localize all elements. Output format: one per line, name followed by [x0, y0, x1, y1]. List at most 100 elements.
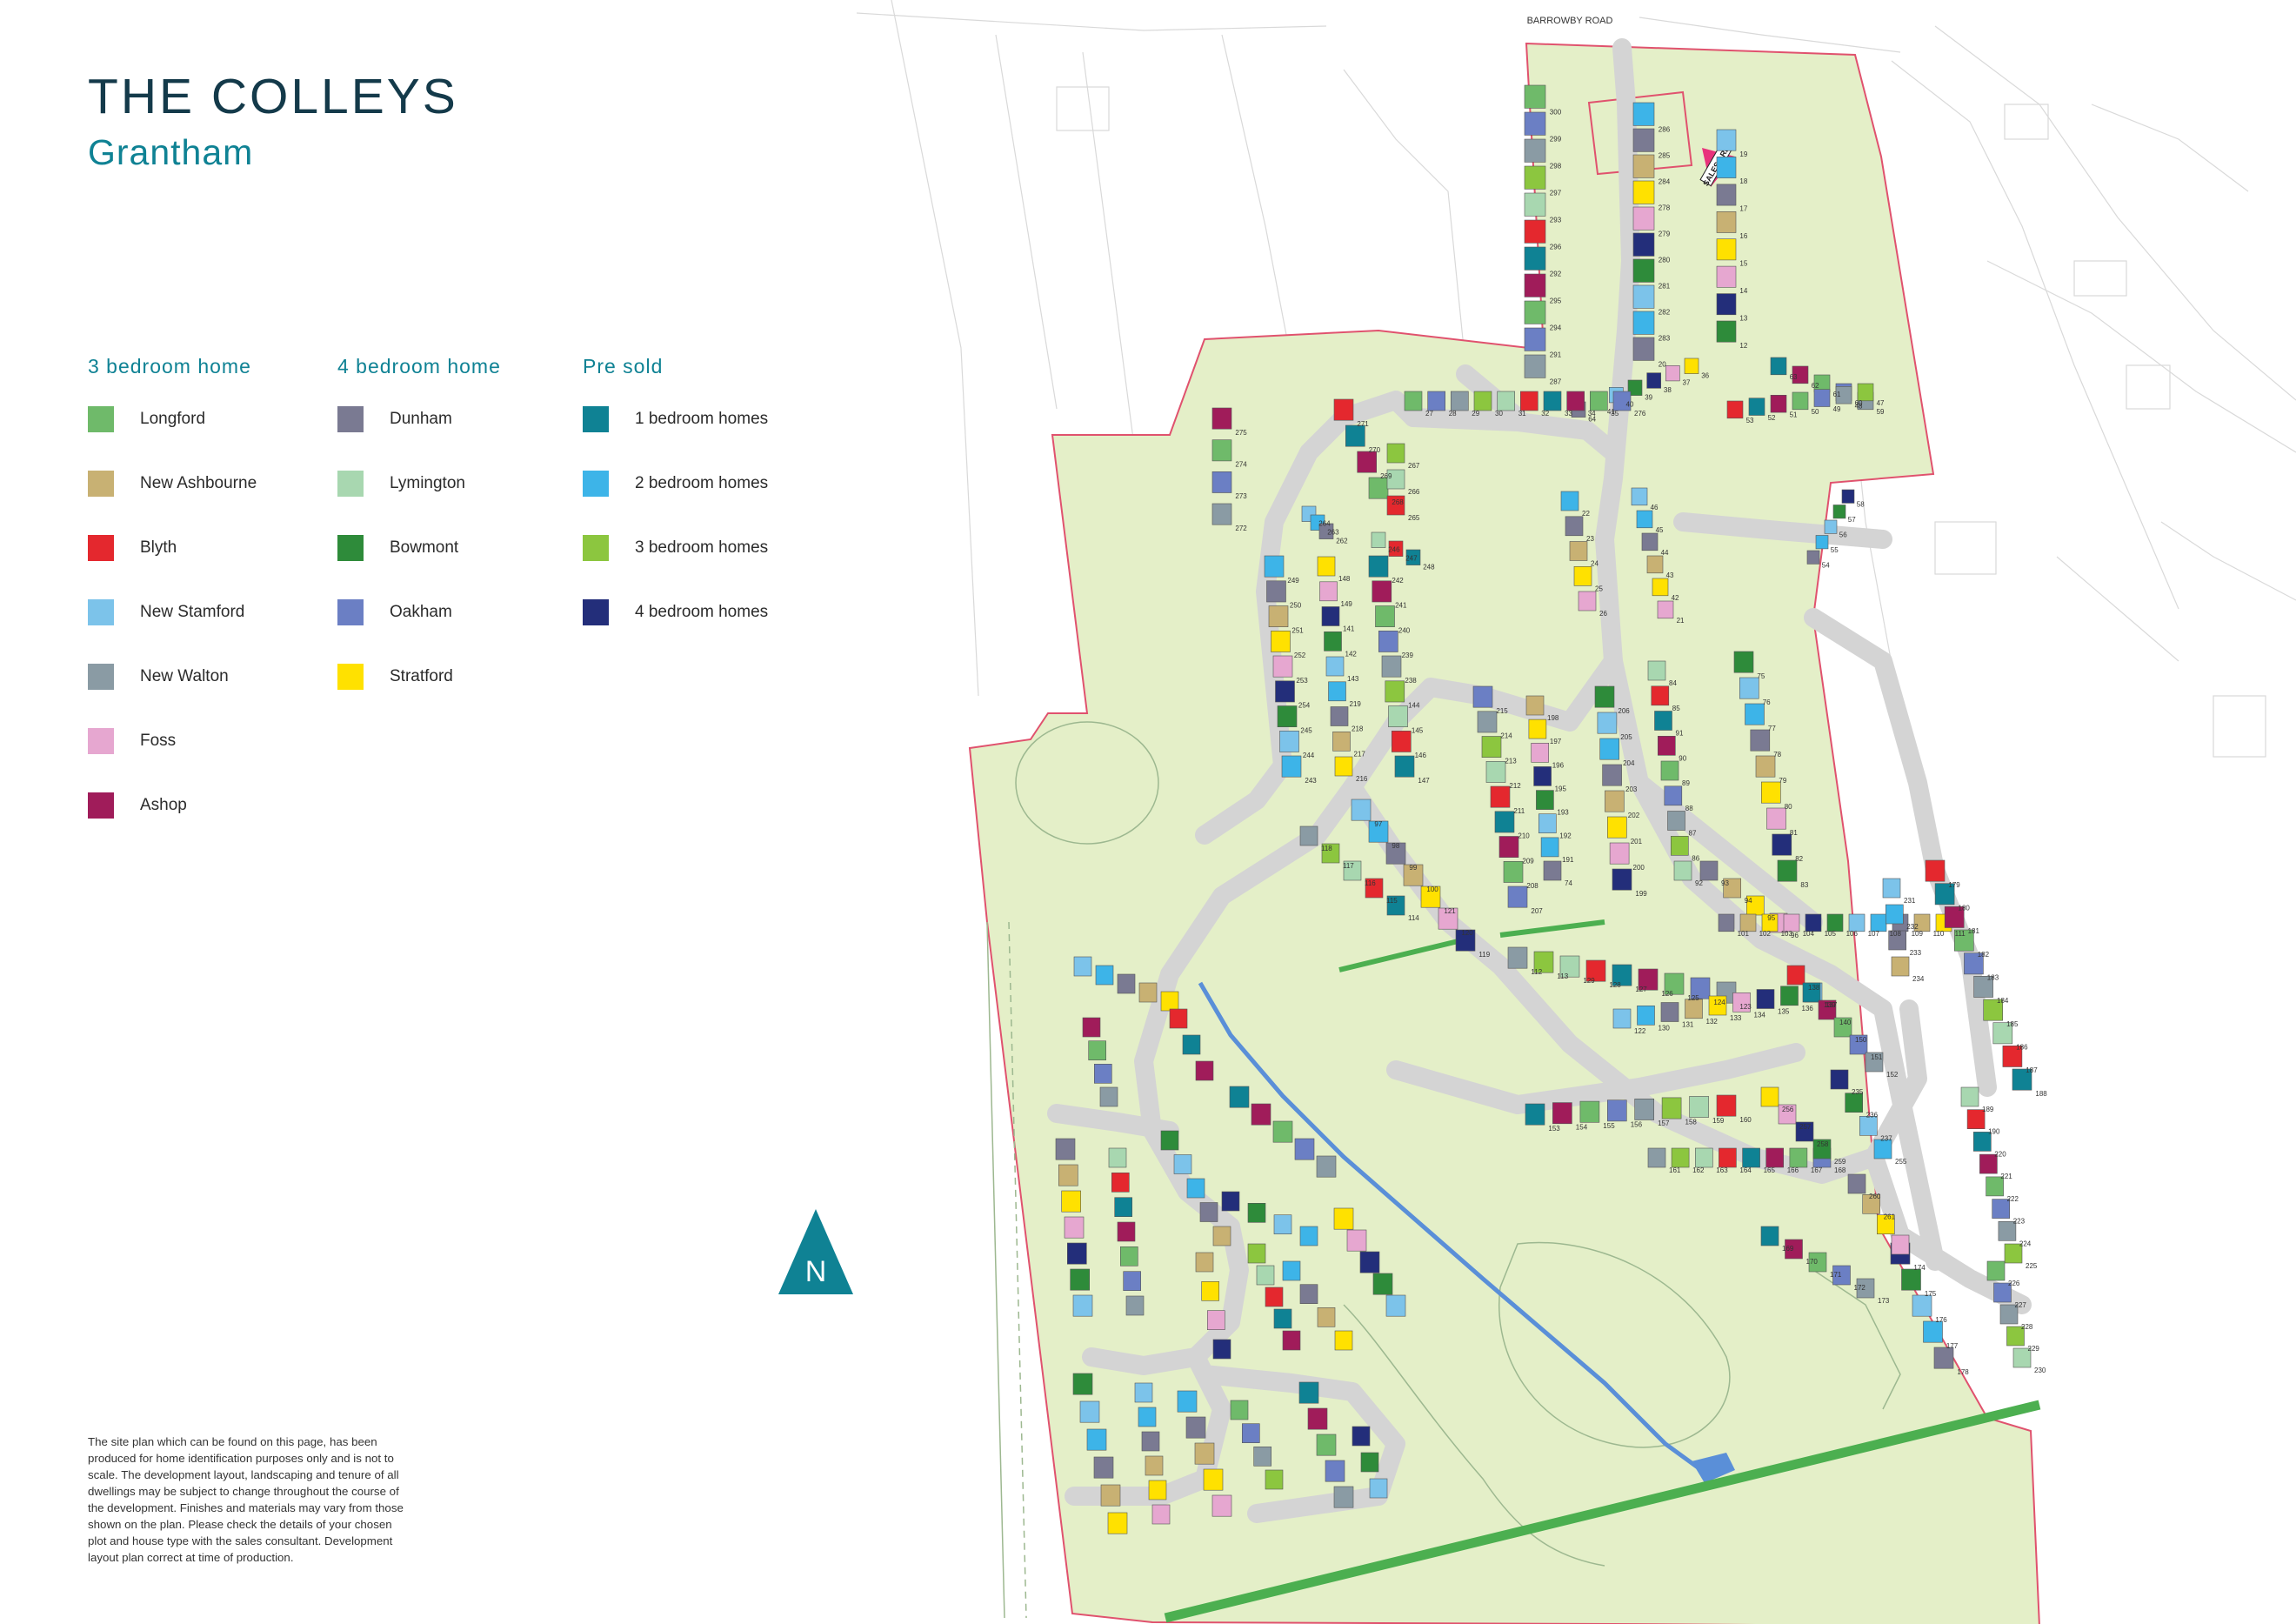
legend-swatch: [337, 599, 364, 625]
house-plot: [1525, 695, 1545, 716]
plot-number: 29: [1472, 410, 1479, 418]
house-plot: [1901, 1268, 1921, 1291]
house-plot: [1281, 755, 1302, 778]
plot-number: 103: [1781, 930, 1793, 938]
house-plot: [1330, 706, 1349, 726]
plot-number: 281: [1659, 283, 1671, 291]
plot-number: 110: [1933, 930, 1945, 938]
plot-number: 132: [1706, 1018, 1719, 1026]
legend-swatch: [337, 535, 364, 561]
plot-number: 258: [1817, 1140, 1829, 1148]
legend-label: 4 bedroom homes: [635, 603, 769, 621]
house-plot: [1317, 1307, 1336, 1327]
plot-number: 141: [1343, 625, 1355, 633]
house-plot: [1716, 320, 1737, 343]
plot-number: 192: [1559, 832, 1572, 840]
house-plot: [1386, 443, 1405, 464]
plot-number: 240: [1398, 626, 1411, 634]
house-plot: [1792, 365, 1809, 384]
house-plot: [1203, 1468, 1224, 1491]
house-plot: [1277, 705, 1298, 728]
plot-number: 145: [1412, 726, 1424, 734]
house-plot: [1832, 505, 1846, 519]
house-plot: [1334, 1330, 1353, 1351]
house-plot: [1381, 655, 1402, 678]
plot-number: 160: [1739, 1116, 1752, 1124]
house-plot: [1360, 1452, 1379, 1473]
legend-label: Longford: [140, 410, 206, 428]
plot-number: 208: [1526, 882, 1538, 890]
house-plot: [1079, 1400, 1100, 1423]
house-plot: [1519, 391, 1538, 411]
house-plot: [1964, 952, 1984, 975]
plot-number: 198: [1547, 714, 1559, 722]
legend-label: Oakham: [390, 603, 452, 621]
plot-number: 41: [1607, 408, 1615, 416]
house-plot: [1324, 631, 1342, 652]
house-plot: [1070, 1268, 1090, 1291]
plot-number: 209: [1522, 857, 1534, 865]
house-plot: [1351, 799, 1372, 821]
house-plot: [1145, 1455, 1164, 1476]
plot-number: 230: [2034, 1367, 2046, 1374]
house-plot: [1973, 976, 1993, 998]
plot-number: 21: [1677, 617, 1685, 625]
plot-number: 155: [1603, 1122, 1615, 1130]
plot-number: 46: [1651, 504, 1659, 511]
house-plot: [1111, 1173, 1130, 1193]
plot-number: 26: [1599, 610, 1607, 618]
house-plot: [1368, 555, 1389, 578]
house-plot: [1194, 1442, 1215, 1465]
plot-number: 214: [1500, 732, 1512, 740]
plot-number: 210: [1518, 832, 1530, 840]
house-plot: [1579, 1100, 1600, 1123]
development-title: THE COLLEYS: [88, 69, 458, 124]
house-plot: [1992, 1022, 2013, 1045]
plot-number: 204: [1623, 759, 1635, 767]
house-plot: [1279, 730, 1299, 752]
plot-number: 148: [1338, 575, 1351, 583]
house-plot: [1636, 510, 1653, 529]
house-plot: [1726, 400, 1744, 419]
house-plot: [1229, 1086, 1250, 1108]
plot-number: 31: [1518, 410, 1526, 418]
house-plot: [1785, 1239, 1803, 1260]
house-plot: [1388, 540, 1404, 557]
legend-swatch: [583, 406, 609, 432]
house-plot: [1490, 785, 1511, 808]
house-plot: [1632, 154, 1655, 178]
house-plot: [1660, 760, 1679, 781]
house-plot: [1612, 964, 1632, 986]
house-plot: [1716, 293, 1737, 316]
house-plot: [1138, 1407, 1157, 1427]
plot-number: 115: [1386, 897, 1398, 905]
plot-number: 54: [1822, 562, 1830, 570]
house-plot: [1833, 1017, 1852, 1038]
house-plot: [1265, 1287, 1284, 1307]
plot-number: 233: [1910, 949, 1922, 957]
plot-number: 291: [1550, 351, 1562, 359]
legend-item: Stratford: [337, 664, 501, 690]
plot-number: 205: [1620, 733, 1632, 741]
house-plot: [1372, 580, 1392, 603]
plot-number: 274: [1235, 461, 1247, 469]
plot-number: 298: [1550, 163, 1562, 170]
plot-number: 99: [1409, 864, 1417, 872]
plot-number: 256: [1782, 1106, 1794, 1113]
plot-number: 138: [1808, 984, 1820, 992]
house-plot: [1694, 1147, 1713, 1168]
legend-swatch: [88, 471, 114, 497]
house-plot: [1612, 868, 1632, 891]
house-plot: [1368, 477, 1389, 499]
north-arrow-label: N: [805, 1255, 827, 1288]
house-plot: [1346, 1229, 1367, 1252]
plot-number: 94: [1745, 897, 1752, 905]
plot-number: 234: [1912, 975, 1925, 983]
plot-number: 86: [1692, 854, 1699, 862]
plot-number: 191: [1562, 856, 1574, 864]
house-plot: [1770, 357, 1787, 376]
house-plot: [1343, 860, 1362, 881]
plot-number: 218: [1352, 725, 1364, 733]
house-plot: [1067, 1242, 1087, 1265]
house-plot: [1275, 680, 1295, 703]
